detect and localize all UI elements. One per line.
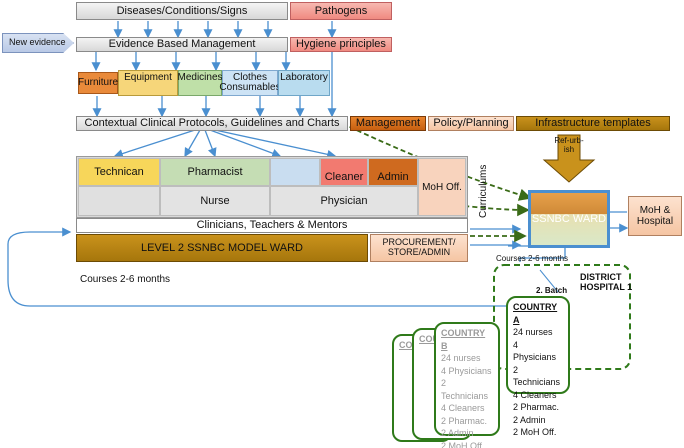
diseases-box: Diseases/Conditions/Signs [76, 2, 288, 20]
country-b-line: 2 Pharmac. [441, 415, 488, 426]
country-a-line: 2 Pharmac. [513, 402, 560, 412]
management-box: Management [350, 116, 426, 131]
pharmacist-piece: Pharmacist [160, 158, 270, 186]
country-d-title: CO [399, 340, 413, 350]
puzzle-blank-gray [78, 186, 160, 216]
ssnbc-ward-box: SSNBC WARD [528, 190, 610, 248]
clothes-piece: Clothes Consumables [219, 70, 281, 96]
country-b-line: 2 Technicians [441, 378, 489, 401]
medicines-piece: Medicines [177, 70, 223, 96]
country-b-line: 4 Cleaners [441, 403, 485, 413]
moh-hospital-box: MoH & Hospital [628, 196, 682, 236]
nurse-piece: Nurse [160, 186, 270, 216]
infrastructure-box: Infrastructure templates [516, 116, 670, 131]
refurbish-arrow [542, 134, 596, 183]
protocols-box: Contextual Clinical Protocols, Guideline… [76, 116, 348, 131]
equipment-piece: Equipment [118, 70, 178, 96]
country-b-line: 2 Admin [441, 428, 474, 438]
country-b-title: COUNTRY B [441, 328, 486, 351]
pathogens-box: Pathogens [290, 2, 392, 20]
puzzle-blank-blue [270, 158, 320, 186]
country-a-line: 24 nurses [513, 327, 553, 337]
procurement-box: PROCUREMENT/ STORE/ADMIN [370, 234, 468, 262]
courses-left-label: Courses 2-6 months [80, 274, 171, 285]
level2-box: LEVEL 2 SSNBC MODEL WARD [76, 234, 368, 262]
hygiene-box: Hygiene principles [290, 37, 392, 52]
technican-piece: Technican [78, 158, 160, 186]
policy-box: Policy/Planning [428, 116, 514, 131]
country-b-line: 24 nurses [441, 353, 481, 363]
country-b-line: 2 MoH Off. [441, 440, 485, 448]
country-a-line: 2 MoH Off. [513, 427, 557, 437]
country-a-line: 2 Admin [513, 414, 546, 425]
district-hospital-label: DISTRICT HOSPITAL 1 [580, 272, 633, 292]
consumables-label: Consumables [219, 82, 281, 93]
new-evidence-arrow: New evidence [2, 33, 74, 53]
country-a-line: 4 Physicians [513, 339, 557, 363]
country-a-line: 4 Cleaners [513, 389, 557, 400]
clothes-label: Clothes [233, 71, 267, 83]
clinicians-box: Clinicians, Teachers & Mentors [76, 218, 468, 233]
furniture-piece: Furniture [78, 72, 118, 94]
curriculums-label: Curriculums [478, 164, 489, 218]
refurbish-label: Ref-urb-ish [554, 136, 584, 154]
laboratory-piece: Laboratory [278, 70, 330, 96]
admin-piece: Admin [368, 158, 418, 186]
country-a-line: 2 Technicians [513, 364, 561, 388]
country-a-title: COUNTRY A [513, 302, 558, 325]
ebm-box: Evidence Based Management [76, 37, 288, 52]
country-a-card: COUNTRY A 24 nurses 4 Physicians 2 Techn… [506, 296, 570, 437]
country-c-title: COU [419, 334, 439, 344]
courses-right-label: Courses 2-6 months [496, 254, 569, 263]
moh-piece: MoH Off. [418, 158, 466, 216]
country-b-card: COUNTRY B 24 nurses 4 Physicians 2 Techn… [434, 322, 500, 448]
country-b-line: 4 Physicians [441, 365, 492, 376]
cleaner-piece: Cleaner [320, 158, 368, 186]
batch-label: 2. Batch [536, 286, 568, 295]
physician-piece: Physician [270, 186, 418, 216]
